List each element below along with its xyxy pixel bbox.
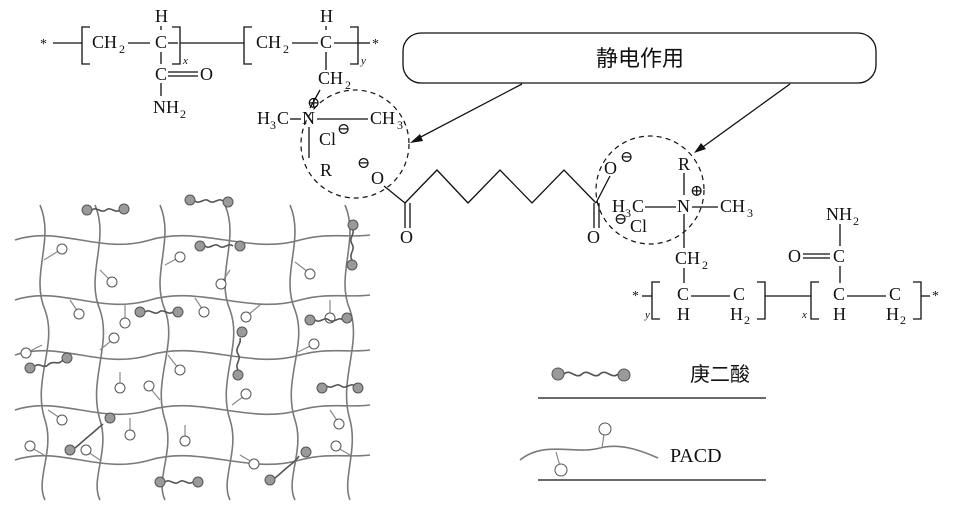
- svg-text:2: 2: [283, 42, 289, 56]
- interaction-circle-left: [300, 89, 410, 199]
- svg-text:⊖: ⊖: [614, 211, 627, 228]
- right-polymer-formula: R H 3 C N ⊕ CH 3 ⊖ Cl CH 2 NH 2 O C * y …: [612, 154, 939, 327]
- svg-text:C: C: [733, 284, 745, 304]
- adipate-anion: ⊖ O O O O ⊖: [357, 149, 633, 247]
- interaction-circle-right: [595, 135, 705, 245]
- svg-text:⊖: ⊖: [357, 155, 370, 172]
- adipate-crosslinks: [24, 194, 364, 488]
- svg-text:x: x: [801, 309, 807, 321]
- left-polymer-formula: * CH 2 H C x CH 2 H C y * C O NH 2: [40, 6, 403, 180]
- svg-text:O: O: [788, 246, 801, 266]
- svg-text:CH: CH: [256, 32, 281, 52]
- callout-label: 静电作用: [596, 47, 684, 72]
- end-star: *: [40, 37, 47, 52]
- svg-text:R: R: [678, 154, 690, 174]
- hydrogel-network: [14, 194, 371, 501]
- callout-arrows: [410, 83, 791, 153]
- svg-text:O: O: [371, 168, 384, 188]
- svg-text:CH: CH: [92, 32, 117, 52]
- svg-text:*: *: [932, 289, 939, 304]
- svg-text:x: x: [182, 55, 188, 67]
- svg-text:NH: NH: [826, 204, 852, 224]
- svg-text:2: 2: [180, 107, 186, 121]
- legend: 庚二酸 PACD: [519, 362, 766, 481]
- svg-text:CH: CH: [318, 68, 343, 88]
- legend-adipic-label: 庚二酸: [690, 362, 750, 386]
- svg-text:H: H: [612, 196, 625, 216]
- svg-text:C: C: [320, 32, 332, 52]
- svg-text:3: 3: [625, 206, 631, 220]
- svg-text:O: O: [604, 158, 617, 178]
- svg-text:⊕: ⊕: [690, 183, 703, 200]
- svg-text:2: 2: [853, 214, 859, 228]
- svg-text:⊕: ⊕: [307, 95, 320, 112]
- svg-text:*: *: [372, 37, 379, 52]
- svg-text:2: 2: [900, 313, 906, 327]
- svg-text:y: y: [644, 309, 650, 321]
- svg-text:H: H: [320, 6, 333, 26]
- svg-text:H: H: [155, 6, 168, 26]
- svg-text:H: H: [833, 304, 846, 324]
- svg-text:O: O: [587, 227, 600, 247]
- svg-text:C: C: [833, 284, 845, 304]
- cation-sites: [20, 243, 351, 470]
- legend-pacd-symbol: [519, 422, 659, 477]
- svg-text:2: 2: [702, 258, 708, 272]
- svg-text:CH: CH: [720, 196, 745, 216]
- svg-text:3: 3: [397, 118, 403, 132]
- svg-text:CH: CH: [370, 108, 395, 128]
- legend-adipic-symbol: [551, 367, 631, 382]
- svg-text:Cl: Cl: [630, 216, 647, 236]
- svg-text:C: C: [833, 246, 845, 266]
- svg-text:H: H: [730, 304, 743, 324]
- svg-text:C: C: [889, 284, 901, 304]
- svg-text:R: R: [320, 160, 332, 180]
- svg-text:3: 3: [270, 118, 276, 132]
- svg-text:C: C: [677, 284, 689, 304]
- svg-text:y: y: [360, 55, 366, 67]
- svg-text:2: 2: [744, 313, 750, 327]
- svg-text:O: O: [200, 64, 213, 84]
- svg-text:C: C: [155, 32, 167, 52]
- svg-text:H: H: [257, 108, 270, 128]
- svg-text:2: 2: [119, 42, 125, 56]
- svg-text:Cl: Cl: [319, 129, 336, 149]
- svg-text:C: C: [155, 64, 167, 84]
- svg-text:N: N: [677, 196, 690, 216]
- svg-text:*: *: [632, 289, 639, 304]
- svg-text:C: C: [277, 108, 289, 128]
- svg-text:2: 2: [345, 78, 351, 92]
- legend-pacd-label: PACD: [670, 445, 722, 467]
- callout-box: 静电作用: [402, 32, 877, 84]
- svg-text:⊖: ⊖: [337, 121, 350, 138]
- svg-text:NH: NH: [153, 97, 179, 117]
- svg-text:H: H: [677, 304, 690, 324]
- svg-text:C: C: [632, 196, 644, 216]
- svg-text:H: H: [886, 304, 899, 324]
- svg-text:3: 3: [747, 206, 753, 220]
- svg-text:O: O: [400, 227, 413, 247]
- svg-text:CH: CH: [675, 248, 700, 268]
- svg-text:⊖: ⊖: [620, 149, 633, 166]
